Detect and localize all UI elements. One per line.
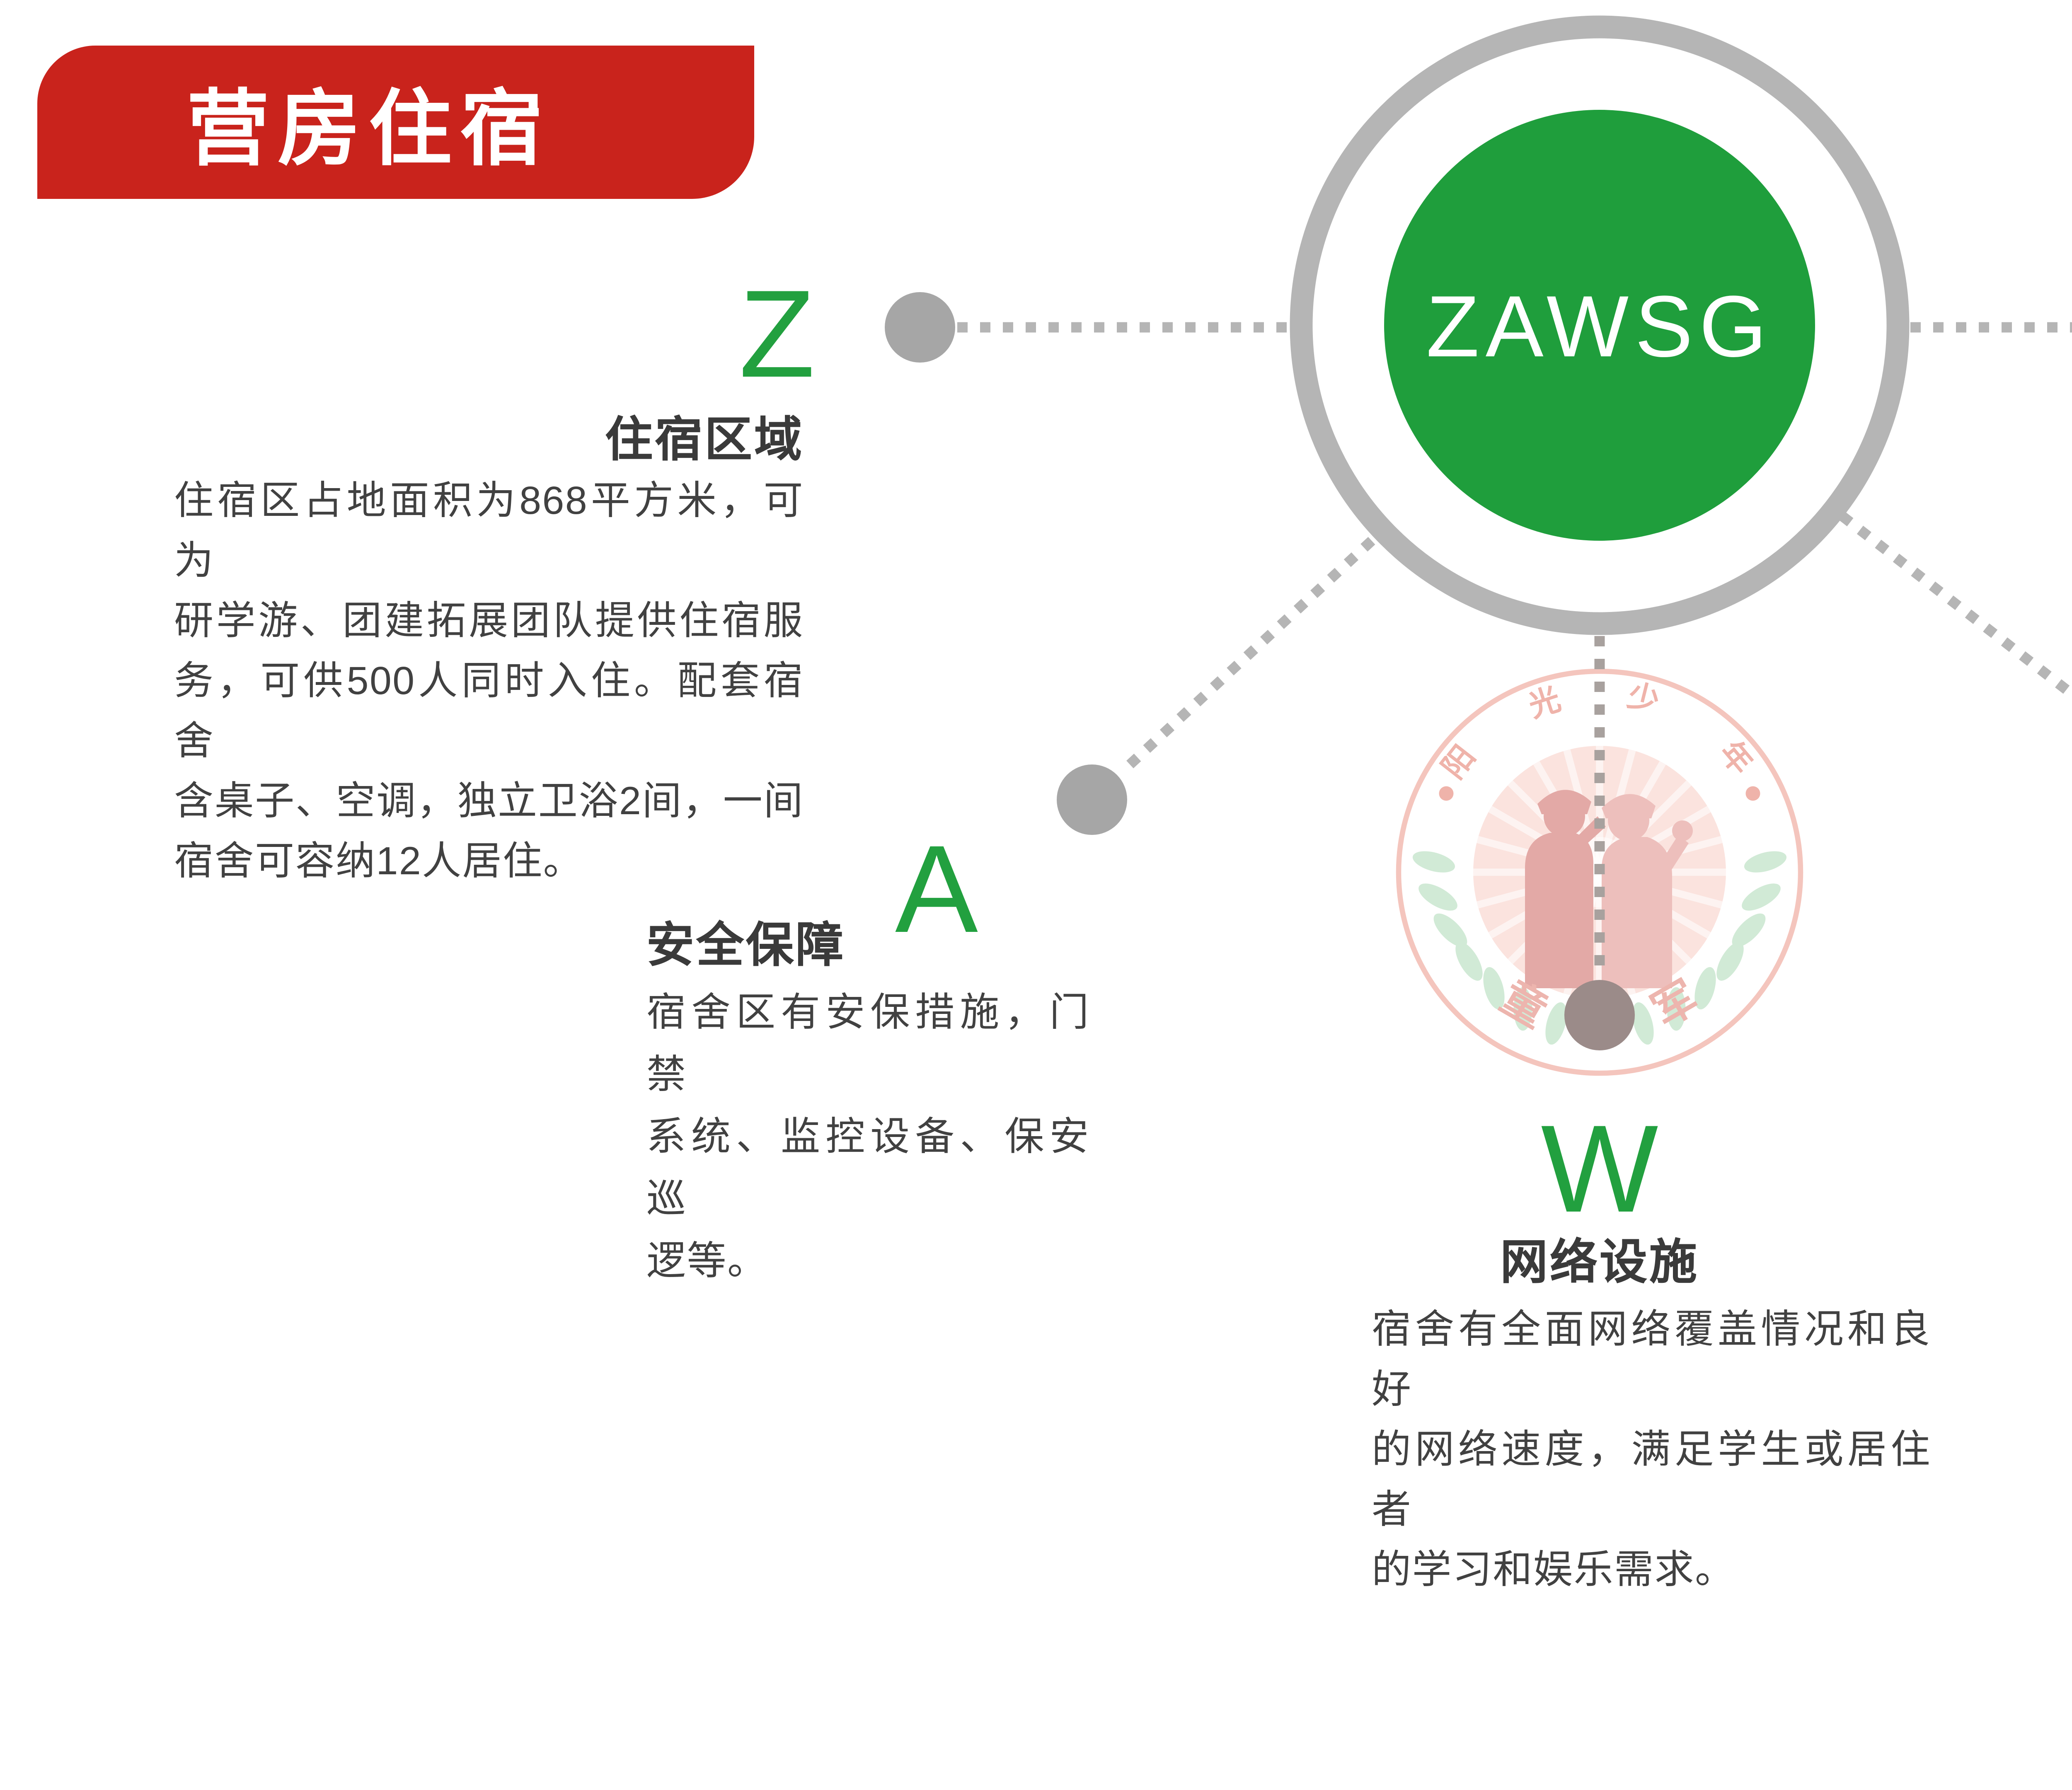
- node-dot-z: [885, 292, 955, 363]
- connectors: [957, 322, 2072, 777]
- node-dot-a: [1057, 764, 1127, 835]
- page-title: 营房住宿: [186, 85, 551, 176]
- svg-text:少: 少: [1624, 677, 1663, 719]
- node-title-a: 安全保障: [646, 918, 845, 972]
- node-body-a: 宿舍区有安保措施，门禁 系统、监控设备、保安巡 逻等。: [646, 984, 1090, 1295]
- node-dot-w: [1564, 980, 1635, 1050]
- watermark-dot-right: [1745, 786, 1760, 801]
- watermark-outer-ring: [1396, 668, 1803, 1076]
- body-line: 宿舍可容纳12人居住。: [174, 841, 584, 885]
- body-line: 的网络速度，满足学生或居住者: [1372, 1430, 1931, 1533]
- body-line: 务，可供500人同时入住。配套宿舍: [174, 661, 804, 764]
- body-line: 的学习和娱乐需求。: [1372, 1550, 1736, 1593]
- body-line: 系统、监控设备、保安巡: [646, 1117, 1090, 1222]
- page-title-banner: 营房住宿: [37, 46, 754, 199]
- body-line: 住宿区占地面积为868平方米，可为: [174, 481, 804, 584]
- hub-circle: [1384, 110, 1815, 541]
- watermark-dot-left: [1439, 786, 1454, 801]
- body-line: 逻等。: [646, 1241, 768, 1284]
- laurel-leaves: [1412, 851, 1787, 1045]
- svg-text:光: 光: [1524, 681, 1564, 724]
- body-line: 宿舍区有安保措施，门禁: [646, 992, 1090, 1098]
- body-line: 含桌子、空调，独立卫浴2间，一间: [174, 781, 804, 825]
- body-line: 宿舍有全面网络覆盖情况和良好: [1372, 1309, 1931, 1413]
- hub-outer-ring: [1290, 15, 1910, 635]
- body-line: 研学游、团建拓展团队提供住宿服: [174, 601, 804, 644]
- node-body-w: 宿舍有全面网络覆盖情况和良好 的网络速度，满足学生或居住者 的学习和娱乐需求。: [1372, 1301, 1931, 1601]
- connector-s: [1839, 512, 2072, 701]
- connector-a: [1117, 537, 1375, 777]
- letter-a: A: [895, 820, 978, 959]
- node-title-z: 住宿区域: [605, 412, 804, 466]
- letter-z: Z: [739, 265, 815, 404]
- watermark-logo: 阳 光 少 年 童 子 军: [1396, 668, 1803, 1076]
- node-title-w: 网络设施: [1500, 1235, 1699, 1289]
- hub-label: ZAWSG: [1426, 278, 1773, 375]
- node-body-z: 住宿区占地面积为868平方米，可为 研学游、团建拓展团队提供住宿服 务，可供50…: [174, 472, 804, 893]
- kids-silhouette-icon: [1525, 790, 1693, 988]
- letter-w: W: [1541, 1100, 1658, 1238]
